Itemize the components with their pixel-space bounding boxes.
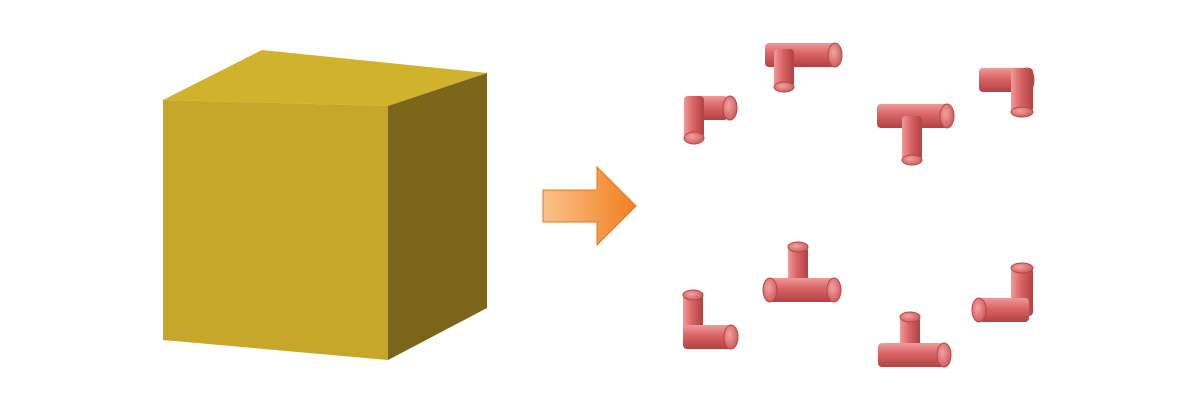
joint-pipe-end bbox=[936, 342, 952, 368]
pipe-elbow-joint-icon bbox=[979, 67, 1035, 118]
joint-pipe-segment bbox=[878, 343, 944, 367]
joint-pipe-segment bbox=[770, 278, 834, 302]
joint-pipe-end bbox=[682, 289, 704, 301]
joint-pipe-end bbox=[899, 311, 921, 323]
pipe-elbow-joint-icon bbox=[878, 311, 952, 368]
joint-pipe-end bbox=[1010, 262, 1034, 274]
joint-pipe-end bbox=[773, 81, 795, 93]
joint-pipe-end bbox=[1010, 106, 1034, 118]
joint-pipe-end bbox=[827, 42, 843, 68]
joint-pipe-segment bbox=[684, 96, 704, 138]
joint-pipe-end bbox=[901, 154, 923, 166]
joint-pipe-segment bbox=[788, 247, 808, 287]
cube-top-face bbox=[163, 50, 487, 106]
pipe-elbow-joint-icon bbox=[971, 262, 1034, 323]
pipe-elbow-joint-icon bbox=[762, 241, 842, 303]
joint-pipe-segment bbox=[774, 49, 794, 87]
joint-pipe-segment bbox=[902, 116, 922, 160]
yellow-cube-icon bbox=[163, 50, 487, 360]
joint-pipe-end bbox=[787, 241, 809, 253]
pipe-elbow-joint-icon bbox=[683, 95, 738, 145]
joint-pipe-end bbox=[939, 103, 955, 129]
pipe-elbow-joint-icon bbox=[682, 289, 739, 350]
cube-side-face bbox=[388, 73, 487, 360]
joint-pipe-segment bbox=[1011, 68, 1033, 112]
joint-pipe-end bbox=[723, 324, 739, 350]
cube-front-face bbox=[163, 100, 388, 360]
joint-pipe-end bbox=[683, 131, 705, 145]
joint-pipe-end bbox=[722, 95, 738, 121]
right-arrow-icon bbox=[542, 165, 637, 247]
pipe-elbow-joint-icon bbox=[877, 103, 955, 166]
corner-joints-group bbox=[682, 42, 1035, 368]
joint-pipe-segment bbox=[683, 325, 731, 349]
joint-pipe-end bbox=[826, 277, 842, 303]
pipe-elbow-joint-icon bbox=[765, 42, 843, 93]
joint-pipe-end bbox=[762, 277, 778, 303]
joint-pipe-segment bbox=[979, 298, 1029, 322]
joint-pipe-end bbox=[971, 297, 987, 323]
